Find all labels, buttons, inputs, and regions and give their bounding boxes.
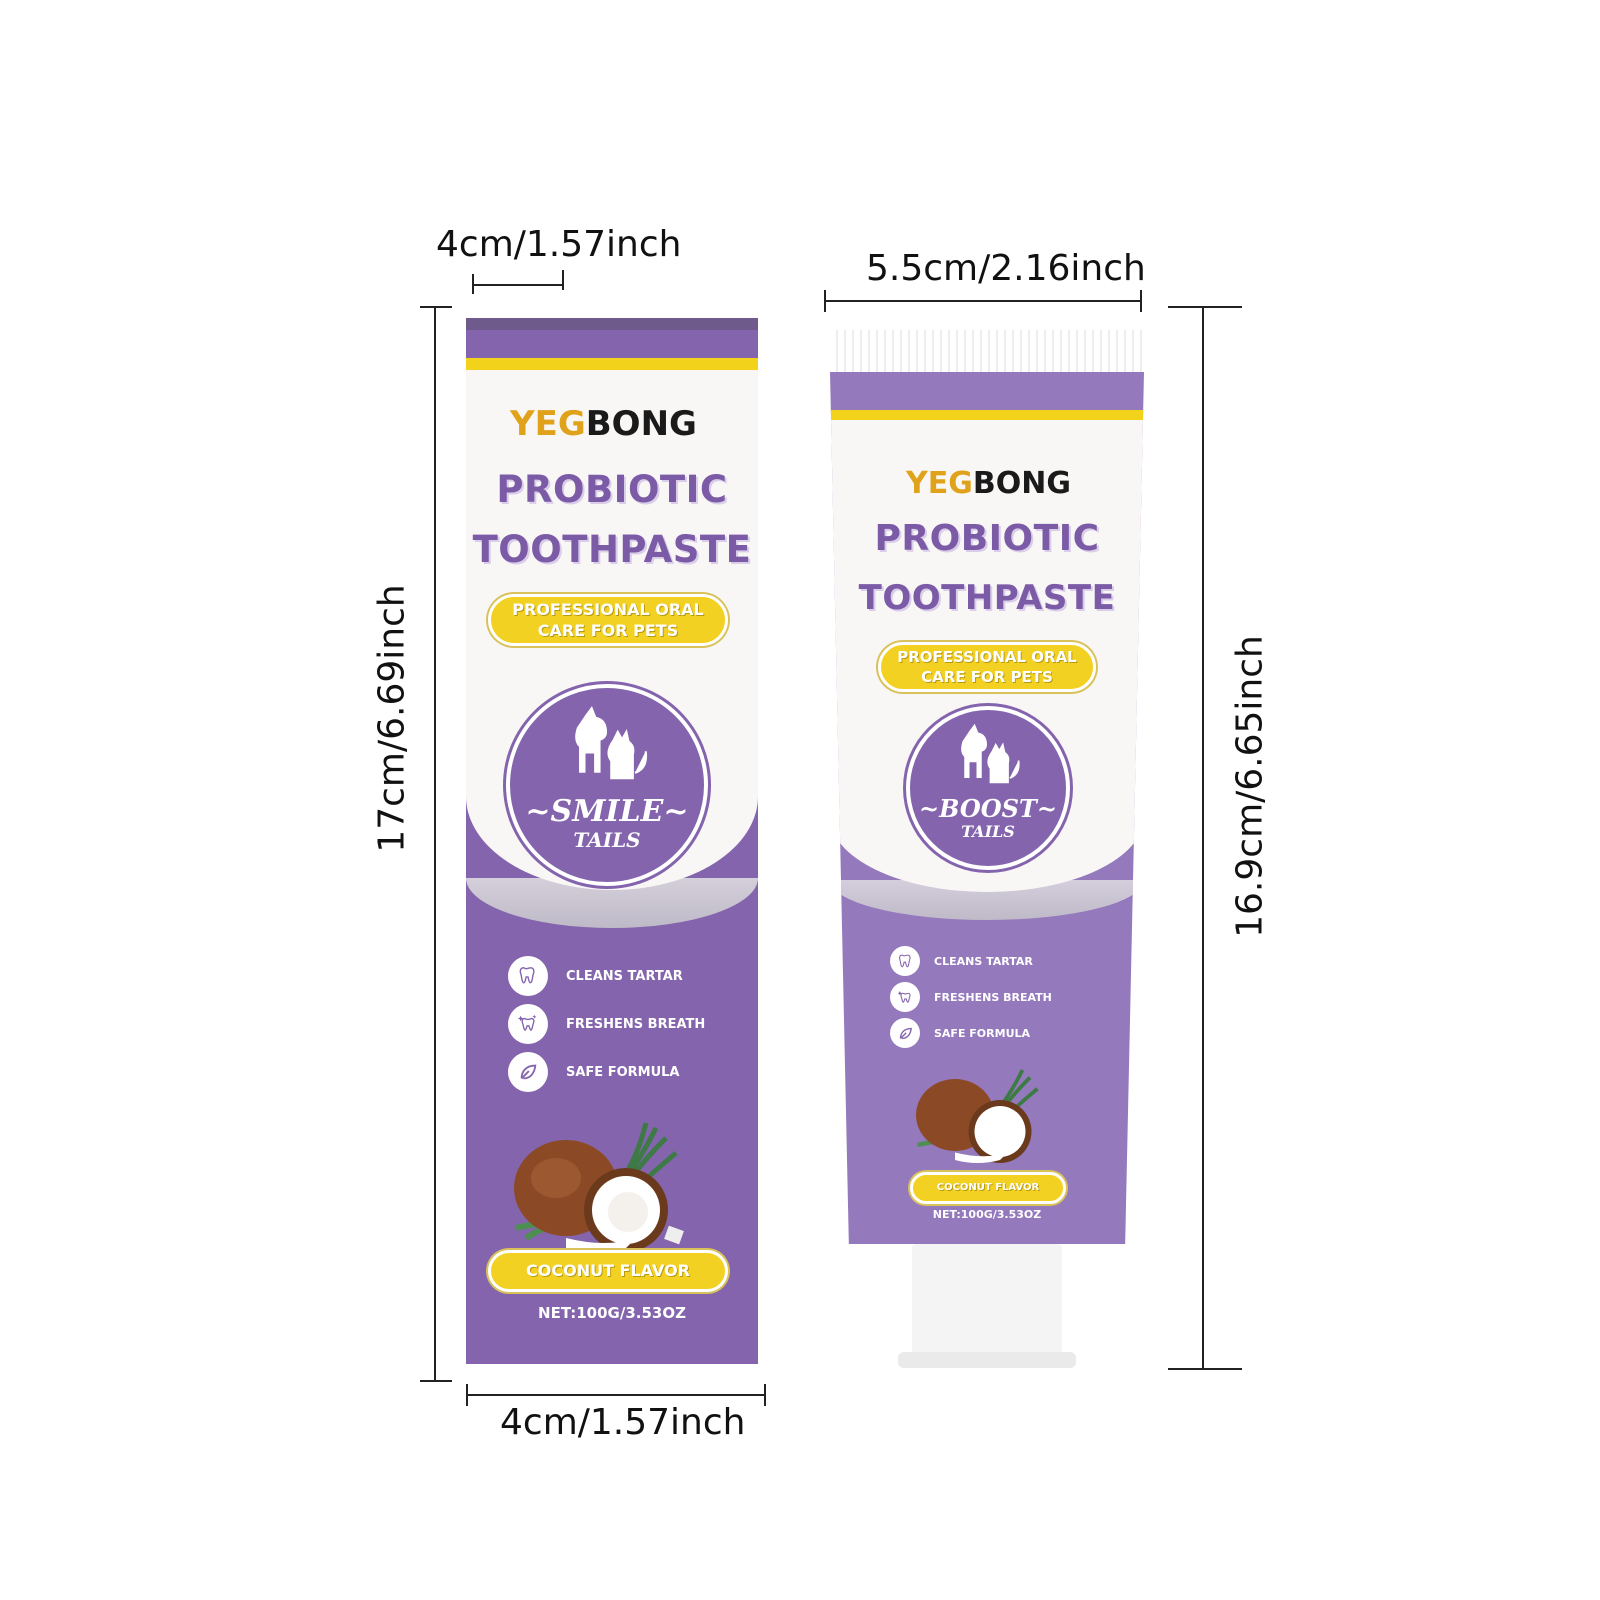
sparkle-tooth-icon	[890, 982, 920, 1012]
box-top-width-line	[472, 284, 564, 286]
tube-width-label: 5.5cm/2.16inch	[866, 248, 1146, 289]
tube-seal: ~BOOST~ TAILS	[906, 706, 1070, 870]
box-brand-logo: YEGBONG	[510, 404, 697, 444]
tagline-line2: CARE FOR PETS	[537, 621, 679, 640]
tube-width-line	[824, 300, 1142, 302]
feature-label: CLEANS TARTAR	[934, 954, 1033, 968]
product-box: YEGBONG PROBIOTIC TOOTHPASTE PROFESSIONA…	[466, 318, 758, 1364]
box-feature-2: FRESHENS BREATH	[508, 1004, 705, 1044]
coconut-icon	[514, 1122, 684, 1252]
tube-cap	[912, 1244, 1062, 1356]
tube-width-tick-right	[1140, 290, 1142, 312]
flavor-label: COCONUT FLAVOR	[936, 1182, 1040, 1193]
feature-label: FRESHENS BREATH	[566, 1016, 706, 1032]
box-feature-3: SAFE FORMULA	[508, 1052, 680, 1092]
coconut-icon	[916, 1069, 1039, 1163]
box-bottom-width-tick-right	[764, 1384, 766, 1406]
tooth-icon	[508, 956, 548, 996]
brand-part1: YEG	[510, 404, 586, 444]
leaf-icon	[508, 1052, 548, 1092]
tube-crimp	[830, 330, 1144, 374]
brand-part1: YEG	[906, 466, 973, 501]
box-height-tick-top	[420, 306, 452, 308]
tube-title-line1: PROBIOTIC	[874, 518, 1100, 559]
box-tagline-pill: PROFESSIONAL ORAL CARE FOR PETS	[488, 594, 728, 646]
tube-width-tick-left	[824, 290, 826, 312]
tube-cap-base	[898, 1352, 1076, 1368]
tube-seal-small-text: TAILS	[961, 822, 1015, 841]
tube-brand-logo: YEGBONG	[906, 466, 1071, 501]
box-top-width-tick-right	[562, 270, 564, 290]
box-seal-big-text: ~SMILE~	[525, 794, 689, 829]
sparkle-tooth-icon	[508, 1004, 548, 1044]
tube-yellow-band	[830, 410, 1144, 420]
tube-height-line	[1202, 306, 1204, 1368]
leaf-icon	[890, 1018, 920, 1048]
dog-cat-icon	[575, 706, 648, 780]
box-top-width-tick-left	[472, 274, 474, 294]
tube-net-weight: NET:100G/3.53OZ	[932, 1208, 1042, 1221]
tagline-line2: CARE FOR PETS	[921, 668, 1053, 686]
brand-part2: BONG	[585, 404, 697, 444]
box-top-width-label: 4cm/1.57inch	[436, 224, 682, 265]
tagline-line1: PROFESSIONAL ORAL	[897, 648, 1077, 666]
feature-label: CLEANS TARTAR	[566, 968, 683, 984]
tube-feature-2: FRESHENS BREATH	[890, 982, 1052, 1012]
feature-label: SAFE FORMULA	[566, 1064, 680, 1080]
box-bottom-width-line	[466, 1394, 766, 1396]
tube-flavor-pill: COCONUT FLAVOR	[910, 1172, 1066, 1204]
tube-height-tick-bottom	[1168, 1368, 1242, 1370]
tagline-line1: PROFESSIONAL ORAL	[512, 600, 704, 619]
box-title-line2: TOOTHPASTE	[472, 528, 752, 571]
flavor-label: COCONUT FLAVOR	[526, 1261, 690, 1280]
box-height-line	[434, 306, 436, 1380]
tube-tagline-pill: PROFESSIONAL ORAL CARE FOR PETS	[878, 642, 1096, 692]
box-height-label: 17cm/6.69inch	[371, 584, 413, 853]
tooth-icon	[890, 946, 920, 976]
feature-label: SAFE FORMULA	[934, 1026, 1031, 1040]
box-feature-1: CLEANS TARTAR	[508, 956, 683, 996]
box-yellow-band	[466, 358, 758, 370]
tube-title-line2: TOOTHPASTE	[858, 578, 1116, 618]
tube-height-label: 16.9cm/6.65inch	[1229, 635, 1271, 938]
box-seal-small-text: TAILS	[573, 828, 641, 852]
box-title-line1: PROBIOTIC	[496, 468, 728, 511]
box-net-weight: NET:100G/3.53OZ	[538, 1304, 686, 1322]
box-height-tick-bottom	[420, 1380, 452, 1382]
box-flavor-pill: COCONUT FLAVOR	[488, 1250, 728, 1292]
tube-feature-1: CLEANS TARTAR	[890, 946, 1033, 976]
box-top-cap	[466, 318, 758, 330]
tube-feature-3: SAFE FORMULA	[890, 1018, 1030, 1048]
box-seal: ~SMILE~ TAILS	[506, 684, 708, 886]
box-bottom-width-tick-left	[466, 1384, 468, 1406]
tube-height-tick-top	[1168, 306, 1242, 308]
brand-part2: BONG	[972, 466, 1071, 501]
dog-cat-icon	[961, 723, 1020, 784]
tube-seal-big-text: ~BOOST~	[919, 794, 1057, 823]
box-bottom-width-label: 4cm/1.57inch	[500, 1402, 746, 1443]
product-tube: YEGBONG PROBIOTIC TOOTHPASTE PROFESSIONA…	[830, 372, 1144, 1244]
feature-label: FRESHENS BREATH	[934, 990, 1052, 1004]
